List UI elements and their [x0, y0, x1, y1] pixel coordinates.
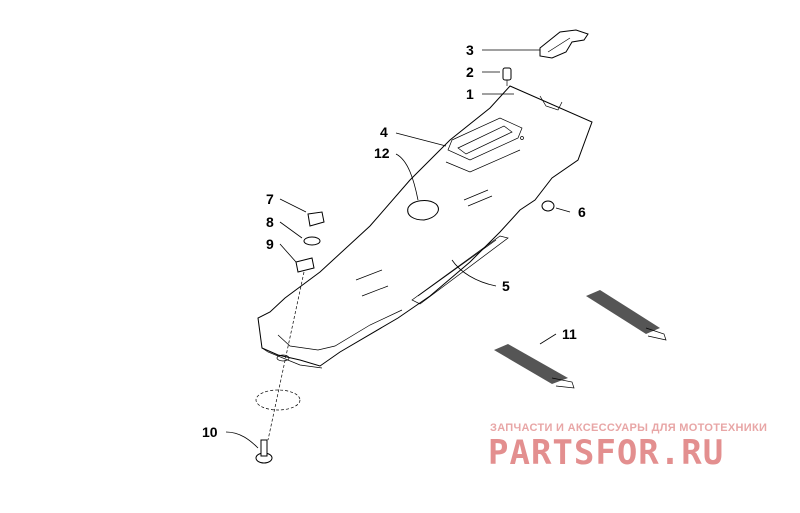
grip-strips-part-11 [494, 290, 667, 389]
grommet-part-6 [541, 200, 555, 212]
callout-5: 5 [502, 278, 510, 294]
callout-10: 10 [202, 424, 218, 440]
callout-7: 7 [266, 191, 274, 207]
callout-4: 4 [380, 124, 388, 140]
callout-2: 2 [466, 64, 474, 80]
skid-plate [257, 85, 593, 369]
watermark-logo: PARTSFOR.RU [488, 433, 724, 473]
bolt-part-2 [502, 67, 512, 86]
callout-8: 8 [266, 214, 274, 230]
callout-9: 9 [266, 236, 274, 252]
callout-labels: 3 2 1 4 12 7 8 9 6 5 11 10 [202, 42, 586, 440]
callout-12: 12 [374, 145, 390, 161]
bracket-part-3 [539, 29, 589, 59]
callout-1: 1 [466, 86, 474, 102]
watermark-tagline: ЗАПЧАСТИ И АКСЕССУАРЫ ДЛЯ МОТОТЕХНИКИ [490, 422, 767, 434]
callout-3: 3 [466, 42, 474, 58]
watermark: ЗАПЧАСТИ И АКСЕССУАРЫ ДЛЯ МОТОТЕХНИКИ PA… [488, 422, 767, 473]
callout-6: 6 [578, 204, 586, 220]
callout-11: 11 [562, 326, 577, 342]
screw-part-10 [255, 439, 273, 464]
leader-lines [225, 49, 571, 449]
hardware-stack [255, 211, 325, 441]
